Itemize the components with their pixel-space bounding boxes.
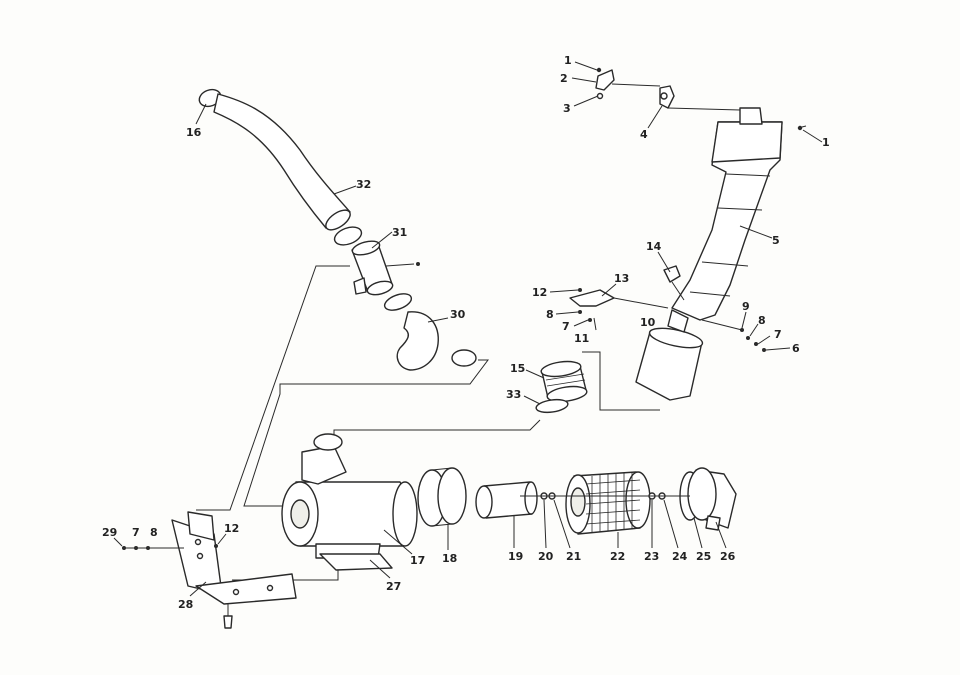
callout-14: 14 — [646, 240, 662, 253]
part-30-elbow-hose — [383, 293, 477, 371]
callout-26: 26 — [720, 550, 736, 563]
part-18-gasket-ring — [417, 467, 467, 550]
callout-33: 33 — [506, 388, 521, 401]
part-11-screw — [593, 317, 597, 331]
part-9-bolt — [740, 311, 747, 332]
part-7b-nut — [754, 335, 771, 346]
part-10-duct-sleeve — [635, 309, 704, 401]
part-12a-bolt — [549, 288, 582, 293]
callout-5: 5 — [772, 234, 780, 247]
callout-28: 28 — [178, 598, 193, 611]
callout-12: 12 — [532, 286, 547, 299]
part-3-nut — [573, 92, 604, 107]
callout-22: 22 — [610, 550, 625, 563]
callout-1: 1 — [564, 54, 572, 67]
callout-8b: 8 — [758, 314, 766, 327]
callout-12b: 12 — [224, 522, 239, 535]
part-22-primary-filter-element — [565, 471, 651, 548]
part-12b-bolt — [214, 533, 227, 548]
callout-6: 6 — [792, 342, 800, 355]
part-6-screw — [762, 347, 791, 352]
callout-9: 9 — [742, 300, 750, 313]
callout-11: 11 — [574, 332, 589, 345]
part-27-mounting-bracket — [319, 553, 393, 579]
callout-10: 10 — [640, 316, 656, 329]
part-8a-washer — [555, 310, 582, 315]
callout-16: 16 — [186, 126, 202, 139]
callout-23: 23 — [644, 550, 659, 563]
callout-27: 27 — [386, 580, 401, 593]
callout-25: 25 — [696, 550, 711, 563]
callout-18: 18 — [442, 552, 457, 565]
callout-8c: 8 — [150, 526, 158, 539]
callout-7c: 7 — [132, 526, 140, 539]
part-28-base-bracket — [171, 511, 297, 629]
callout-13: 13 — [614, 272, 629, 285]
part-17-air-cleaner-body — [281, 433, 418, 559]
part-26-end-cover — [687, 467, 737, 549]
part-1b-bolt — [797, 125, 823, 143]
part-33-hose-clamp — [523, 395, 569, 414]
part-13-bracket — [569, 283, 669, 309]
callout-29: 29 — [102, 526, 117, 539]
callout-7: 7 — [562, 320, 570, 333]
callout-21: 21 — [566, 550, 581, 563]
callout-7b: 7 — [774, 328, 782, 341]
part-5-intake-duct — [671, 107, 783, 321]
callout-8: 8 — [546, 308, 554, 321]
callout-15: 15 — [510, 362, 525, 375]
callout-24: 24 — [672, 550, 688, 563]
callout-2: 2 — [560, 72, 568, 85]
part-24-wing-nut — [658, 492, 679, 549]
part-8b-washer — [746, 323, 759, 340]
part-31-hose-connector — [333, 226, 420, 296]
part-4-clamp — [647, 85, 675, 129]
callout-3: 3 — [563, 102, 571, 115]
part-7a-nut — [573, 318, 592, 327]
callout-30: 30 — [450, 308, 466, 321]
part-15-hose-adapter — [525, 360, 588, 403]
callout-4: 4 — [640, 128, 648, 141]
part-20-washer — [540, 492, 548, 549]
callout-1b: 1 — [822, 136, 830, 149]
part-14-clip — [657, 251, 685, 301]
callout-17: 17 — [410, 554, 425, 567]
part-2-clamp-bracket — [571, 69, 615, 91]
callout-32: 32 — [356, 178, 371, 191]
callout-19: 19 — [508, 550, 523, 563]
part-1-bolt — [574, 61, 602, 73]
callout-31: 31 — [392, 226, 407, 239]
part-32-hose — [213, 93, 357, 231]
part-19-safety-filter — [475, 481, 538, 548]
callout-20: 20 — [538, 550, 554, 563]
part-29-bolt — [113, 537, 126, 550]
